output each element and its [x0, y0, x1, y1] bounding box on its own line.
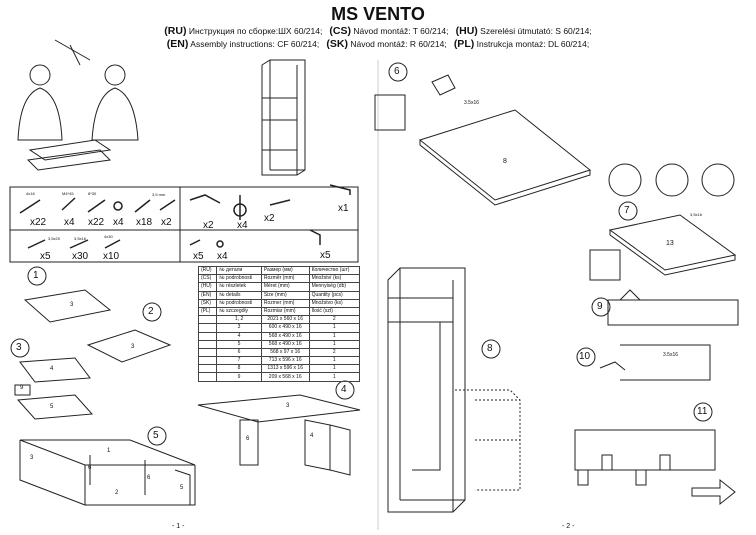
panel-label: 5	[180, 485, 184, 491]
step-number: 8	[487, 343, 493, 354]
screw-dim: 4x16	[26, 191, 35, 196]
step1-board	[23, 289, 112, 323]
page-number: - 2 -	[562, 523, 575, 530]
qty-label: x22	[30, 217, 47, 228]
step-number: 3	[16, 342, 22, 353]
qty-label: x2	[203, 220, 214, 231]
panel-label: 3	[70, 302, 74, 308]
cabinet-overview	[261, 59, 306, 176]
panel-label: 4	[310, 433, 314, 439]
qty-label: x5	[40, 251, 51, 262]
qty-label: x30	[72, 251, 89, 262]
qty-label: x18	[136, 217, 153, 228]
step8-cabinet	[387, 267, 466, 513]
qty-label: x2	[161, 217, 172, 228]
qty-label: x2	[264, 213, 275, 224]
step-number: 4	[341, 384, 347, 395]
panel-label: 4	[50, 366, 54, 372]
screw-size-label: 3.5x16	[464, 100, 480, 106]
panel-label: 3	[30, 455, 34, 461]
screw-size-label: 3.5x16	[663, 352, 679, 358]
panel-label: 9	[20, 385, 24, 391]
step-number: 1	[33, 270, 39, 281]
panel-label: 6	[246, 436, 250, 442]
screw-size-label: 3,5x16	[690, 212, 703, 217]
screw-dim: 3,5x20	[48, 236, 61, 241]
instructions-line-1: (RU) Инструкция по сборке:ШХ 60/214; (CS…	[164, 25, 592, 37]
screw-dim: 3,5x16	[74, 236, 87, 241]
qty-label: x5	[193, 251, 204, 262]
panel-label: 5	[50, 404, 54, 410]
qty-label: x1	[338, 203, 349, 214]
step-number: 6	[394, 66, 400, 77]
two-people-illustration	[17, 39, 139, 171]
panel-label: 8	[503, 158, 507, 165]
panel-label: 1	[107, 448, 111, 454]
hardware-box	[9, 186, 359, 263]
qty-label: x4	[237, 220, 248, 231]
document-title: MS VENTO	[331, 4, 425, 24]
page-number: - 1 -	[172, 523, 185, 530]
qty-label: x22	[88, 217, 105, 228]
step-number: 2	[148, 306, 154, 317]
qty-label: x10	[103, 251, 120, 262]
step-number: 9	[597, 301, 603, 312]
screw-dim: 8*30	[88, 191, 97, 196]
screw-dim: M4*45	[62, 191, 74, 196]
screw-dim: 3,5 mm	[152, 192, 166, 197]
panel-label: 3	[131, 344, 135, 350]
step-number: 5	[153, 430, 159, 441]
step6-board	[418, 109, 592, 201]
screw-dim: 4x30	[104, 234, 113, 239]
step-number: 10	[579, 351, 591, 362]
panel-label: 13	[666, 240, 674, 247]
panel-label: 2	[115, 490, 119, 496]
step-number: 7	[624, 205, 630, 216]
panel-label: 6	[88, 465, 92, 471]
qty-label: x5	[320, 250, 331, 261]
panel-label: 3	[286, 403, 290, 409]
step-number: 11	[697, 406, 708, 417]
qty-label: x4	[113, 217, 124, 228]
step2-board	[86, 329, 172, 363]
instructions-line-2: (EN) Assembly instructions: CF 60/214; (…	[166, 38, 590, 50]
qty-label: x4	[217, 251, 228, 262]
qty-label: x4	[64, 217, 75, 228]
panel-label: 6	[147, 475, 151, 481]
